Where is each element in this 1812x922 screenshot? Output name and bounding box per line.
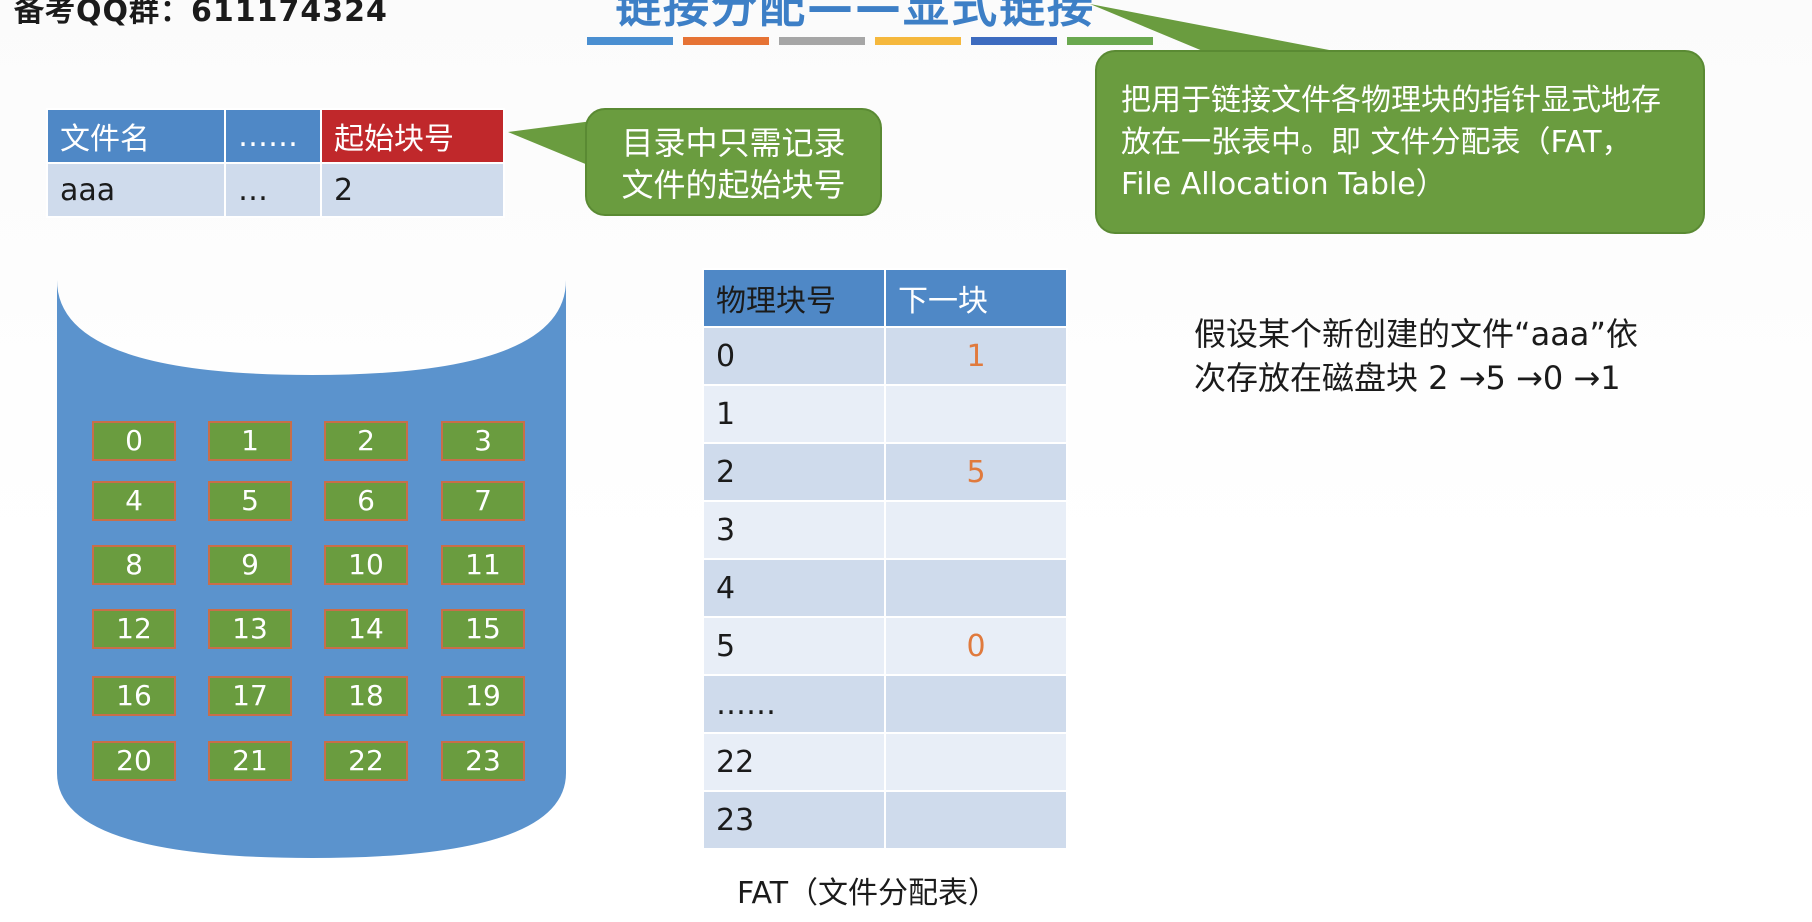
fat-header-next: 下一块 bbox=[884, 268, 1068, 328]
disk-block-22: 22 bbox=[324, 741, 408, 781]
disk-block-9: 9 bbox=[208, 545, 292, 585]
directory-cell-filename: aaa bbox=[46, 162, 226, 218]
disk-block-23: 23 bbox=[441, 741, 525, 781]
fat-cell-block: 23 bbox=[702, 790, 886, 850]
example-note-line2: 次存放在磁盘块 2 →5 →0 →1 bbox=[1194, 359, 1621, 397]
color-segment-6 bbox=[1067, 37, 1153, 45]
directory-cell-start-block: 2 bbox=[320, 162, 505, 218]
fat-cell-next bbox=[884, 790, 1068, 850]
directory-header-row: 文件名 …… 起始块号 bbox=[46, 108, 505, 164]
fat-row: 22 bbox=[702, 732, 1068, 792]
disk-block-14: 14 bbox=[324, 609, 408, 649]
fat-cell-next bbox=[884, 384, 1068, 444]
directory-table: 文件名 …… 起始块号 aaa … 2 bbox=[46, 108, 505, 218]
fat-cell-block: 0 bbox=[702, 326, 886, 386]
callout-fat-tail bbox=[1090, 4, 1350, 54]
disk-body bbox=[57, 280, 566, 858]
directory-cell-ellipsis: … bbox=[224, 162, 322, 218]
qq-group-text: 备考QQ群：611174324 bbox=[14, 0, 388, 29]
fat-caption: FAT（文件分配表） bbox=[737, 876, 999, 911]
disk-block-4: 4 bbox=[92, 481, 176, 521]
disk-block-10: 10 bbox=[324, 545, 408, 585]
fat-cell-next bbox=[884, 732, 1068, 792]
disk-block-17: 17 bbox=[208, 676, 292, 716]
fat-cell-block: 4 bbox=[702, 558, 886, 618]
fat-header-block: 物理块号 bbox=[702, 268, 886, 328]
color-segment-3 bbox=[779, 37, 865, 45]
fat-cell-block: 2 bbox=[702, 442, 886, 502]
fat-cell-next bbox=[884, 674, 1068, 734]
title-color-bar bbox=[587, 37, 1153, 45]
disk-block-15: 15 bbox=[441, 609, 525, 649]
disk-block-16: 16 bbox=[92, 676, 176, 716]
fat-cell-block: 3 bbox=[702, 500, 886, 560]
fat-row: 4 bbox=[702, 558, 1068, 618]
directory-header-start-block: 起始块号 bbox=[320, 108, 505, 164]
disk-block-3: 3 bbox=[441, 421, 525, 461]
disk-block-8: 8 bbox=[92, 545, 176, 585]
callout-fat-definition: 把用于链接文件各物理块的指针显式地存放在一张表中。即 文件分配表（FAT，Fil… bbox=[1095, 50, 1705, 234]
fat-cell-block: 5 bbox=[702, 616, 886, 676]
color-segment-5 bbox=[971, 37, 1057, 45]
example-note-line1: 假设某个新创建的文件“aaa”依 bbox=[1194, 315, 1638, 353]
fat-row: 3 bbox=[702, 500, 1068, 560]
disk-block-2: 2 bbox=[324, 421, 408, 461]
callout-directory-tail bbox=[508, 120, 600, 170]
fat-cell-next: 1 bbox=[884, 326, 1068, 386]
directory-row: aaa … 2 bbox=[46, 162, 505, 218]
disk-block-13: 13 bbox=[208, 609, 292, 649]
disk-block-5: 5 bbox=[208, 481, 292, 521]
disk-block-19: 19 bbox=[441, 676, 525, 716]
disk-block-18: 18 bbox=[324, 676, 408, 716]
color-segment-1 bbox=[587, 37, 673, 45]
disk-block-20: 20 bbox=[92, 741, 176, 781]
disk-block-1: 1 bbox=[208, 421, 292, 461]
color-segment-4 bbox=[875, 37, 961, 45]
disk-block-21: 21 bbox=[208, 741, 292, 781]
fat-cell-block: 1 bbox=[702, 384, 886, 444]
directory-header-filename: 文件名 bbox=[46, 108, 226, 164]
callout-directory-line2: 文件的起始块号 bbox=[621, 166, 846, 204]
directory-header-ellipsis: …… bbox=[224, 108, 322, 164]
fat-cell-next: 0 bbox=[884, 616, 1068, 676]
color-segment-2 bbox=[683, 37, 769, 45]
fat-row: …… bbox=[702, 674, 1068, 734]
fat-row: 1 bbox=[702, 384, 1068, 444]
fat-cell-next bbox=[884, 500, 1068, 560]
disk-block-12: 12 bbox=[92, 609, 176, 649]
fat-row: 23 bbox=[702, 790, 1068, 850]
disk-block-11: 11 bbox=[441, 545, 525, 585]
callout-directory: 目录中只需记录 文件的起始块号 bbox=[585, 108, 882, 216]
fat-cell-next bbox=[884, 558, 1068, 618]
disk-block-0: 0 bbox=[92, 421, 176, 461]
fat-header-row: 物理块号 下一块 bbox=[702, 268, 1068, 328]
fat-cell-next: 5 bbox=[884, 442, 1068, 502]
disk-block-7: 7 bbox=[441, 481, 525, 521]
fat-cell-block: …… bbox=[702, 674, 886, 734]
slide-title: 链接分配——显式链接 bbox=[615, 0, 1095, 33]
fat-cell-block: 22 bbox=[702, 732, 886, 792]
example-note: 假设某个新创建的文件“aaa”依 次存放在磁盘块 2 →5 →0 →1 bbox=[1194, 312, 1734, 400]
callout-directory-line1: 目录中只需记录 bbox=[621, 124, 846, 162]
disk-block-6: 6 bbox=[324, 481, 408, 521]
